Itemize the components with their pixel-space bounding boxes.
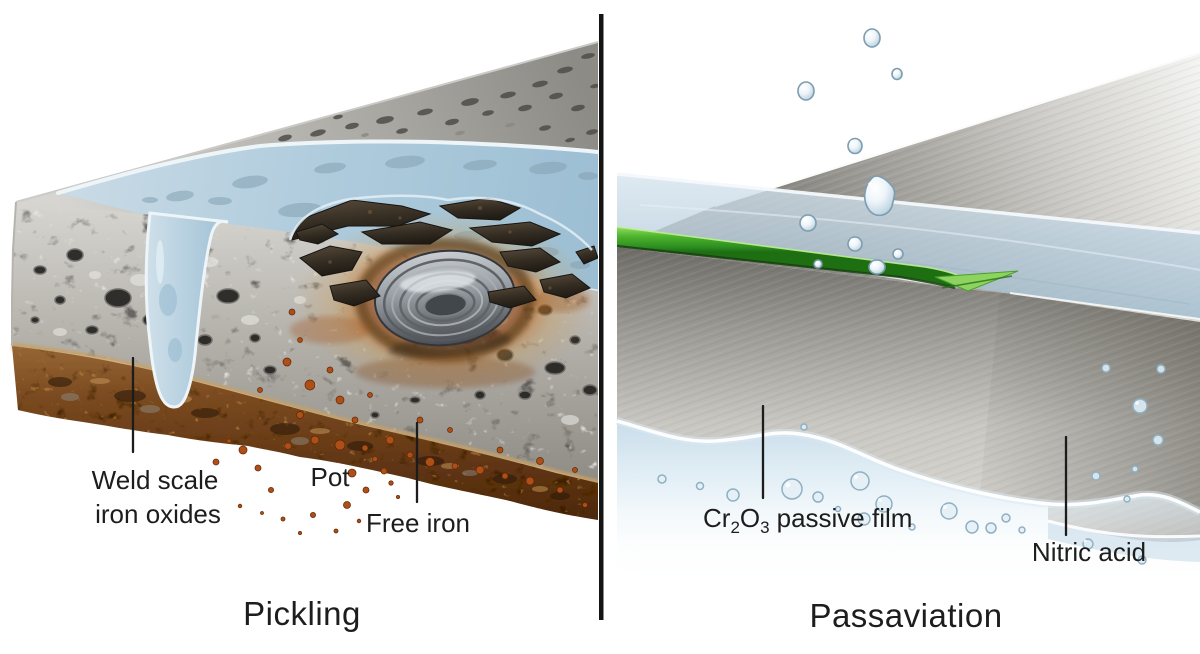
label-nitric-acid: Nitric acid [1032,537,1146,567]
film-formula-sub2: 2 [730,518,739,537]
label-weld-scale-line2: iron oxides [95,499,221,529]
acid-edge-around-flakes [288,194,593,251]
film-formula-cr: Cr [703,503,731,533]
title-pickling: Pickling [243,595,361,632]
acid-drip [144,211,229,409]
free-iron-dots-face [257,308,588,508]
passivation-illustration [615,28,1200,608]
passive-film-tip-flap [934,270,1019,292]
divider-line [599,14,604,620]
film-formula-o: O [740,503,760,533]
side-bubbles [1082,363,1166,565]
pool-rim-highlight [56,139,598,195]
bath-bubbles [657,423,1026,534]
steel-sheet-front [617,247,1200,542]
falling-drop [863,175,896,217]
weld-bead [374,249,516,358]
weld-scale-flakes [291,197,598,309]
label-pot: Pot [310,462,350,492]
film-label-rest: passive film [777,503,913,533]
label-passive-film: Cr2O3 passive film [703,503,912,537]
falling-rust-particles [212,438,400,536]
annotations: Weld scale iron oxides Pot Free iron Cr2… [92,356,1146,634]
water-droplets [797,28,904,275]
slab-left-edge [11,201,17,346]
title-passivation: Passaviation [809,597,1002,634]
film-formula-sub3: 3 [760,518,769,537]
pickling-illustration [11,41,598,536]
label-weld-scale-line1: Weld scale [92,465,219,495]
label-free-iron: Free iron [366,508,470,538]
